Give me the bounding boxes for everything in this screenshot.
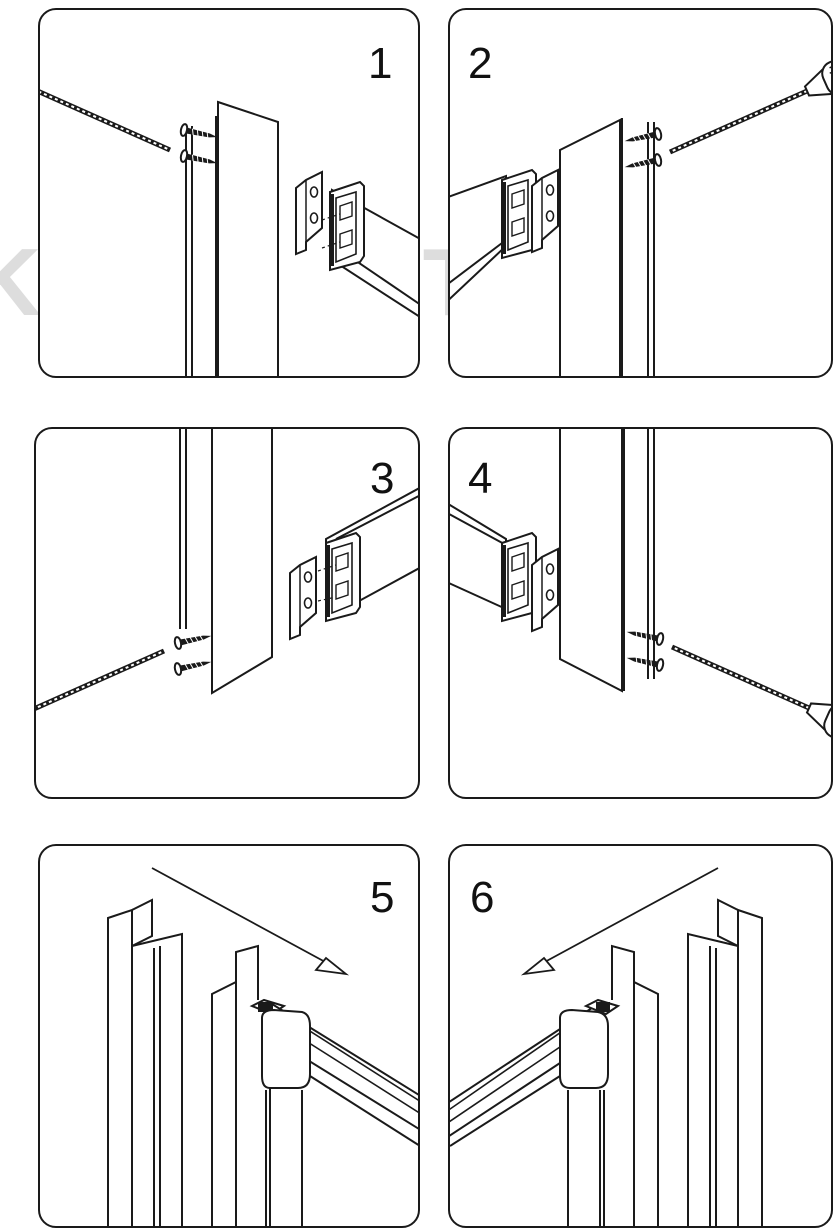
rail-end-icon — [500, 531, 538, 623]
step-1-illustration — [40, 10, 418, 376]
rail-end-icon — [500, 168, 538, 260]
screw-icon — [624, 625, 666, 647]
step-number: 3 — [370, 454, 395, 503]
wall-bracket-icon — [295, 171, 323, 255]
step-5-illustration — [107, 867, 418, 1226]
direction-arrow-icon — [314, 956, 350, 976]
step-2-panel: 2 — [448, 8, 833, 378]
step-number: 2 — [468, 39, 493, 88]
step-number: 5 — [370, 873, 395, 922]
screw-icon — [622, 126, 664, 148]
screw-icon — [172, 629, 214, 651]
step-2-illustration — [450, 10, 831, 376]
step-4-panel: 4 — [448, 427, 833, 799]
screwdriver-icon — [40, 29, 177, 166]
screw-icon — [624, 651, 666, 673]
rail-end-icon — [324, 531, 362, 623]
wall-bracket-icon — [531, 548, 559, 632]
step-3-panel: 3 — [34, 427, 420, 799]
step-number: 6 — [470, 873, 495, 922]
screwdriver-icon — [36, 635, 171, 772]
wall-bracket-icon — [531, 169, 559, 253]
screw-icon — [622, 152, 664, 174]
step-5-panel: 5 — [38, 844, 420, 1228]
wall-bracket-icon — [289, 556, 317, 640]
screwdriver-icon — [665, 631, 831, 768]
step-number: 4 — [468, 454, 493, 503]
step-6-panel: 6 — [448, 844, 833, 1228]
screwdriver-icon — [663, 31, 831, 168]
rail-end-icon — [328, 180, 366, 272]
step-4-illustration — [450, 429, 831, 797]
step-number: 1 — [368, 39, 393, 88]
step-6-illustration — [450, 867, 763, 1226]
screw-icon — [172, 655, 214, 677]
step-1-panel: 1 — [38, 8, 420, 378]
step-3-illustration — [36, 429, 418, 797]
direction-arrow-icon — [520, 956, 556, 976]
